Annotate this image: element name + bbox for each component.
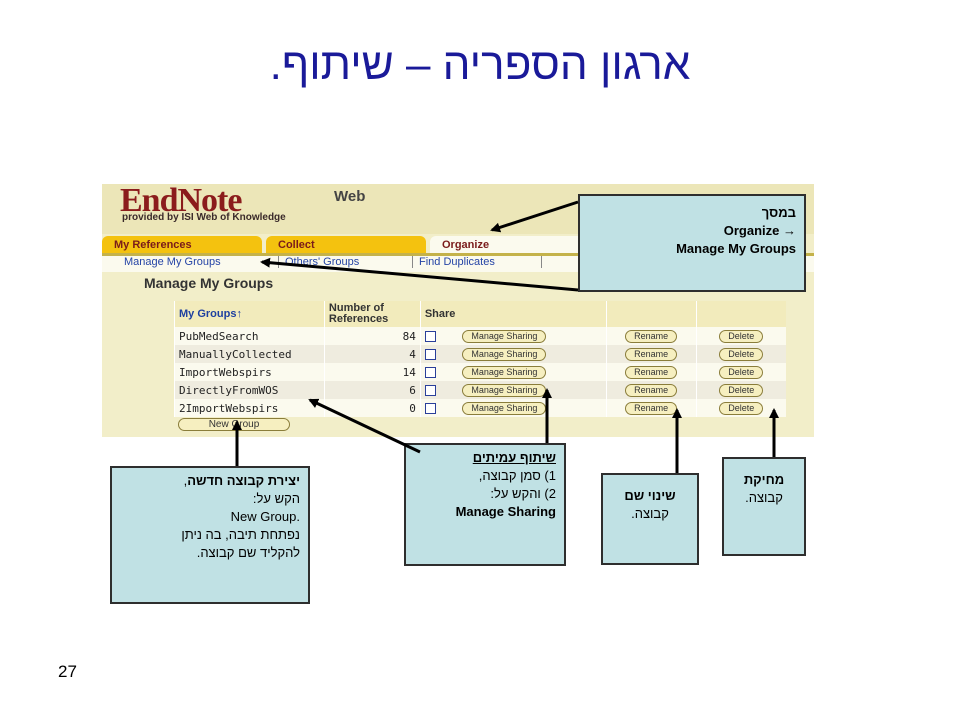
subnav-find-duplicates[interactable]: Find Duplicates xyxy=(412,256,542,268)
callout-rename: שינוי שם קבוצה. xyxy=(601,473,699,565)
group-name[interactable]: DirectlyFromWOS xyxy=(174,381,325,399)
callout-new-group-comma: , xyxy=(183,473,188,488)
share-cell: Manage Sharing xyxy=(419,363,607,381)
callout-new-group-line5: להקליד שם קבוצה. xyxy=(196,545,300,560)
group-ref-count: 14 xyxy=(323,363,421,381)
rename-cell: Rename xyxy=(605,327,697,345)
new-group-button[interactable]: New Group xyxy=(178,418,290,431)
share-checkbox[interactable] xyxy=(424,402,436,414)
tab-collect[interactable]: Collect xyxy=(266,236,426,254)
callout-new-group-line4: נפתחת תיבה, בה ניתן xyxy=(181,527,300,542)
share-cell: Manage Sharing xyxy=(419,327,607,345)
callout-share-line3: Manage Sharing xyxy=(455,504,556,519)
share-checkbox[interactable] xyxy=(424,330,436,342)
share-checkbox[interactable] xyxy=(424,384,436,396)
callout-share-title: שיתוף עמיתים xyxy=(472,450,556,465)
callout-new-group-title: יצירת קבוצה חדשה xyxy=(187,473,300,488)
callout-new-group-line3: New Group. xyxy=(230,509,300,524)
manage-sharing-button[interactable]: Manage Sharing xyxy=(462,348,547,361)
group-ref-count: 6 xyxy=(323,381,421,399)
delete-cell: Delete xyxy=(695,345,786,363)
header-delete-col xyxy=(695,301,786,327)
rename-cell: Rename xyxy=(605,345,697,363)
group-name[interactable]: 2ImportWebspirs xyxy=(174,399,325,417)
rename-button[interactable]: Rename xyxy=(625,330,678,343)
callout-delete-body: קבוצה. xyxy=(745,490,783,505)
manage-sharing-button[interactable]: Manage Sharing xyxy=(462,384,547,397)
rename-cell: Rename xyxy=(605,381,697,399)
group-ref-count: 4 xyxy=(323,345,421,363)
main-tabs: My References Collect Organize xyxy=(102,236,814,254)
group-name[interactable]: PubMedSearch xyxy=(174,327,325,345)
callout-organize-line1: במסך xyxy=(761,205,796,220)
callout-organize-line2: Organize → xyxy=(723,223,796,238)
group-ref-count: 84 xyxy=(323,327,421,345)
manage-sharing-button[interactable]: Manage Sharing xyxy=(462,402,547,415)
share-checkbox[interactable] xyxy=(424,348,436,360)
callout-organize: במסך Organize → Manage My Groups xyxy=(578,194,806,292)
endnote-logo-web: Web xyxy=(334,188,366,205)
endnote-logo-subtitle: provided by ISI Web of Knowledge xyxy=(122,212,286,223)
delete-button[interactable]: Delete xyxy=(719,330,764,343)
delete-button[interactable]: Delete xyxy=(719,366,764,379)
callout-organize-line3: Manage My Groups xyxy=(676,241,796,256)
share-cell: Manage Sharing xyxy=(419,381,607,399)
share-checkbox[interactable] xyxy=(424,366,436,378)
tab-organize[interactable]: Organize xyxy=(430,236,590,254)
tabs-divider xyxy=(102,253,814,256)
rename-button[interactable]: Rename xyxy=(625,348,678,361)
share-cell: Manage Sharing xyxy=(419,399,607,417)
callout-rename-body: קבוצה. xyxy=(631,506,669,521)
page-heading: Manage My Groups xyxy=(144,275,274,291)
delete-button[interactable]: Delete xyxy=(719,402,764,415)
delete-cell: Delete xyxy=(695,327,786,345)
sort-up-icon: ↑ xyxy=(236,308,242,320)
rename-button[interactable]: Rename xyxy=(625,384,678,397)
rename-button[interactable]: Rename xyxy=(625,402,678,415)
callout-delete-title: מחיקת xyxy=(743,472,785,487)
callout-delete: מחיקת קבוצה. xyxy=(722,457,806,556)
subnav-others-groups[interactable]: Others' Groups xyxy=(278,256,404,268)
delete-button[interactable]: Delete xyxy=(719,348,764,361)
group-ref-count: 0 xyxy=(323,399,421,417)
rename-button[interactable]: Rename xyxy=(625,366,678,379)
group-name[interactable]: ImportWebspirs xyxy=(174,363,325,381)
rename-cell: Rename xyxy=(605,363,697,381)
tab-my-references[interactable]: My References xyxy=(102,236,262,254)
delete-button[interactable]: Delete xyxy=(719,384,764,397)
header-my-groups[interactable]: My Groups↑ xyxy=(174,301,325,327)
header-number-of-references: Number of References xyxy=(323,301,421,327)
groups-table: My Groups↑ Number of References Share Pu… xyxy=(174,301,786,417)
endnote-logo: EndNote xyxy=(120,184,242,219)
manage-sharing-button[interactable]: Manage Sharing xyxy=(462,366,547,379)
delete-cell: Delete xyxy=(695,381,786,399)
callout-share-line1: 1) סמן קבוצה, xyxy=(478,468,556,483)
callout-share-line2: 2) והקש על: xyxy=(490,486,556,501)
header-rename-col xyxy=(605,301,697,327)
callout-new-group: יצירת קבוצה חדשה, הקש על: New Group. נפת… xyxy=(110,466,310,604)
slide-title: ארגון הספריה – שיתוף. xyxy=(269,40,691,89)
manage-sharing-button[interactable]: Manage Sharing xyxy=(462,330,547,343)
group-name[interactable]: ManuallyCollected xyxy=(174,345,325,363)
header-my-groups-label: My Groups xyxy=(179,308,237,320)
rename-cell: Rename xyxy=(605,399,697,417)
delete-cell: Delete xyxy=(695,399,786,417)
callout-share: שיתוף עמיתים 1) סמן קבוצה, 2) והקש על: M… xyxy=(404,443,566,566)
delete-cell: Delete xyxy=(695,363,786,381)
slide-number: 27 xyxy=(58,662,77,681)
callout-new-group-line2: הקש על: xyxy=(252,491,300,506)
callout-rename-title: שינוי שם xyxy=(624,488,676,503)
share-cell: Manage Sharing xyxy=(419,345,607,363)
header-share: Share xyxy=(419,301,607,327)
subnav-manage-my-groups[interactable]: Manage My Groups xyxy=(124,256,221,268)
